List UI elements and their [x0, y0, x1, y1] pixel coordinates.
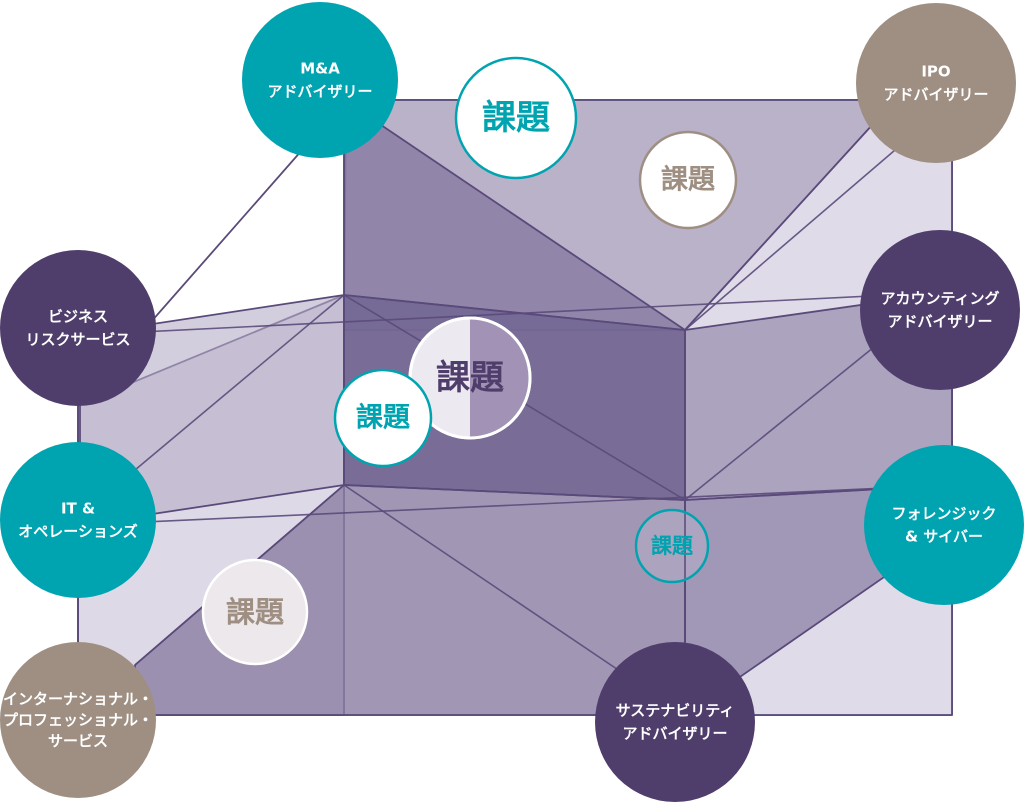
service-label-line: サービス — [48, 732, 108, 750]
issue-circle-shade — [470, 318, 530, 438]
service-circle — [860, 230, 1020, 390]
service-circle — [864, 445, 1024, 605]
service-label-line: アドバイザリー — [267, 83, 372, 101]
issue-circle — [638, 130, 738, 230]
issue-bubble: 課題 — [638, 130, 738, 230]
cube-edge — [343, 294, 686, 331]
issue-label: 課題 — [356, 402, 411, 434]
issue-label: 課題 — [651, 534, 694, 558]
service-ipo: IPO アドバイザリー — [856, 3, 1016, 163]
service-itops: IT & オペレーションズ — [0, 442, 156, 598]
issue-circle — [333, 368, 433, 468]
service-circle — [0, 442, 156, 598]
service-label-line: アドバイザリー — [883, 86, 988, 104]
service-label-line: ビジネス — [48, 308, 108, 326]
issue-label: 課題 — [436, 358, 504, 398]
issue-label: 課題 — [661, 164, 716, 196]
issue-circle — [454, 56, 578, 180]
issue-label: 課題 — [226, 595, 285, 629]
cube-edge — [343, 484, 686, 501]
service-label-line: アドバイザリー — [887, 313, 992, 331]
service-intl: インターナショナル・プロフェッショナル・サービス — [0, 642, 156, 798]
cube-edge — [79, 484, 953, 526]
issue-circle — [201, 558, 309, 666]
service-label-line: オペレーションズ — [18, 523, 137, 541]
service-label-line: M&A — [300, 60, 340, 78]
service-circle — [0, 642, 156, 798]
service-label-line: サステナビリティ — [616, 702, 735, 720]
service-circle — [242, 2, 398, 158]
issue-bubble: 課題 — [201, 558, 309, 666]
service-label-line: アカウンティング — [880, 290, 999, 308]
cube-edge — [134, 294, 345, 471]
issue-bubble: 課題 — [333, 368, 433, 468]
service-label-line: IPO — [921, 63, 950, 81]
service-circle — [0, 250, 156, 406]
cube-edge — [684, 149, 896, 331]
service-label-line: フォレンジック — [891, 505, 996, 523]
service-circle — [595, 642, 755, 802]
issue-label: 課題 — [482, 98, 550, 138]
service-fcy: フォレンジック & サイバー — [864, 445, 1024, 605]
service-ma: M&A アドバイザリー — [242, 2, 398, 158]
issue-bubble: 課題 — [454, 56, 578, 180]
service-circle — [856, 3, 1016, 163]
issue-bubble: 課題 — [408, 316, 532, 440]
issue-circle — [634, 508, 710, 584]
service-label-line: & サイバー — [905, 528, 983, 546]
cube-edge — [79, 291, 953, 336]
service-label-line: リスクサービス — [25, 331, 130, 349]
service-label-line: プロフェッショナル・ — [3, 711, 153, 729]
service-label-line: アドバイザリー — [622, 725, 727, 743]
service-label-line: IT & — [61, 500, 95, 518]
service-label-line: インターナショナル・ — [3, 690, 153, 708]
cube-edge — [684, 329, 896, 501]
issue-bubble: 課題 — [634, 508, 710, 584]
